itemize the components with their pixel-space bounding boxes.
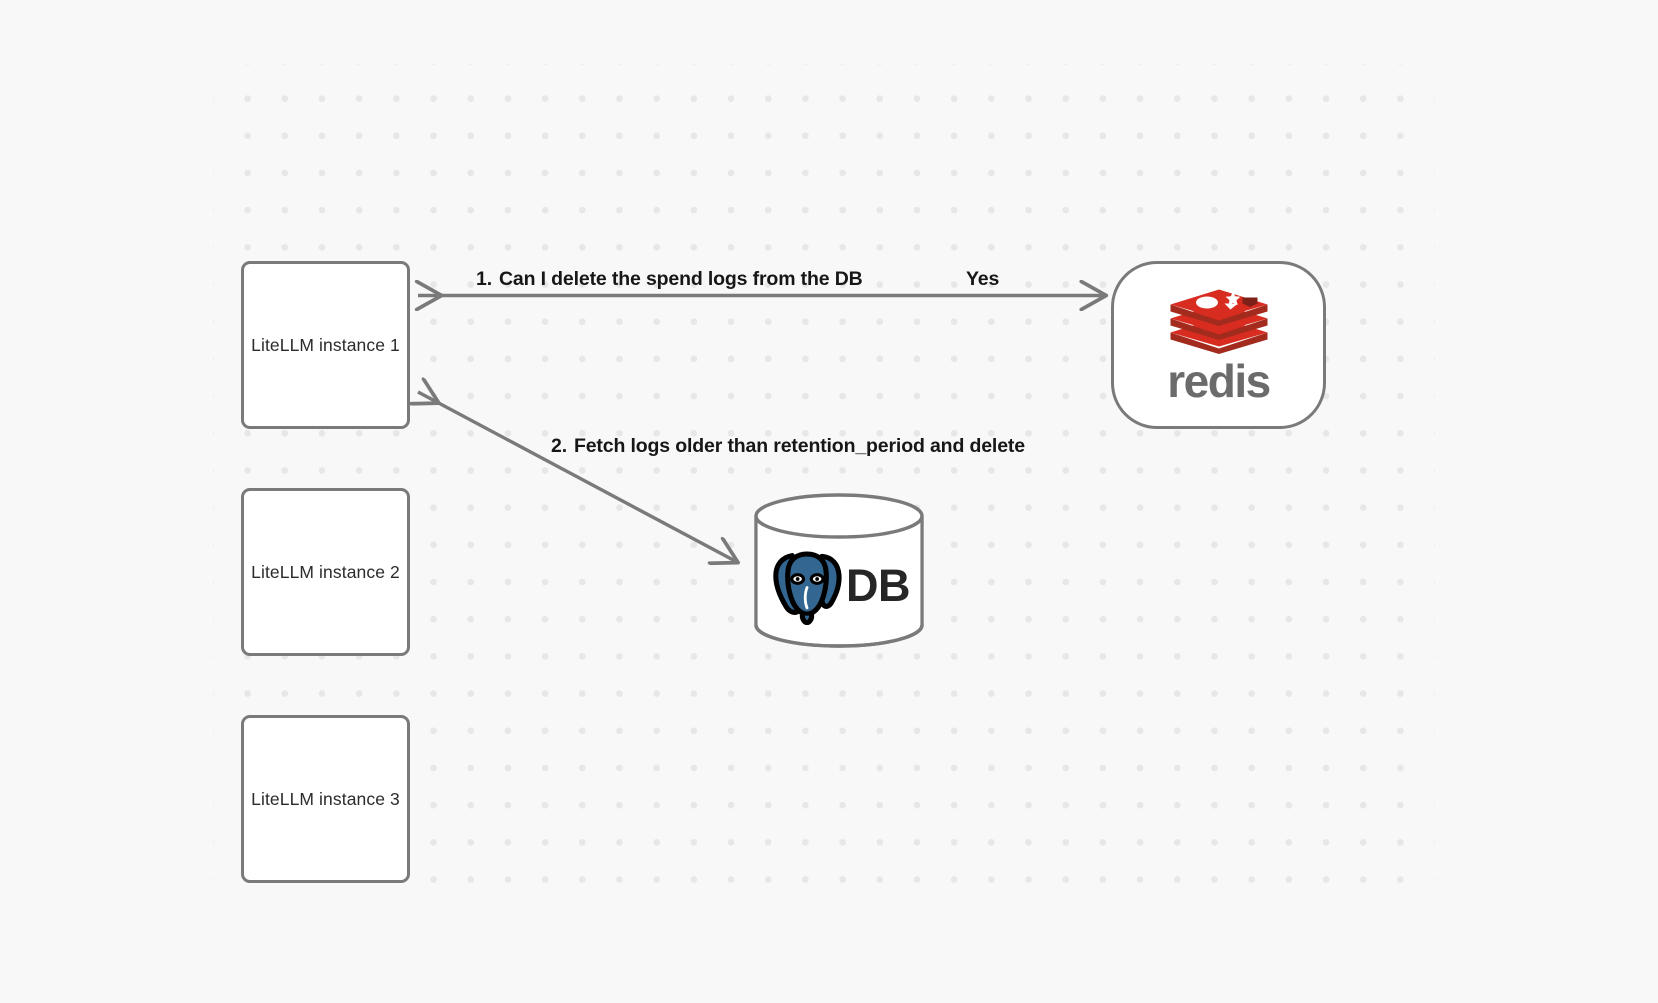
node-litellm-instance-3-label: LiteLLM instance 3 [251,788,400,809]
node-litellm-instance-2[interactable]: LiteLLM instance 2 [241,488,410,656]
node-redis[interactable]: redis [1111,261,1326,429]
database-label: DB [846,560,911,611]
node-litellm-instance-1-label: LiteLLM instance 1 [251,334,400,355]
redis-logo: redis [1167,282,1271,404]
edge-label-step-1-number: 1. [476,268,492,290]
edge-label-step-1-text: Can I delete the spend logs from the DB [498,268,863,290]
node-litellm-instance-3[interactable]: LiteLLM instance 3 [241,715,410,883]
postgresql-elephant-icon [773,550,842,625]
edge-label-step-2: 2. Fetch logs older than retention_period… [551,435,1025,458]
redis-stack-icon [1170,289,1267,354]
node-litellm-instance-2-label: LiteLLM instance 2 [251,561,400,582]
node-database[interactable]: DB [753,492,925,649]
edge-label-step-1: 1. Can I delete the spend logs from the D… [476,268,863,291]
edge-label-step-2-number: 2. [551,435,567,457]
edge-label-step-2-text: Fetch logs older than retention_period a… [573,435,1025,457]
edge-label-yes-text: Yes [966,268,1000,290]
edge-label-yes: Yes [966,268,999,291]
redis-wordmark: redis [1167,355,1271,407]
node-litellm-instance-1[interactable]: LiteLLM instance 1 [241,261,410,429]
database-logo-group: DB [753,507,925,664]
edge-litellm1-db [418,392,737,562]
